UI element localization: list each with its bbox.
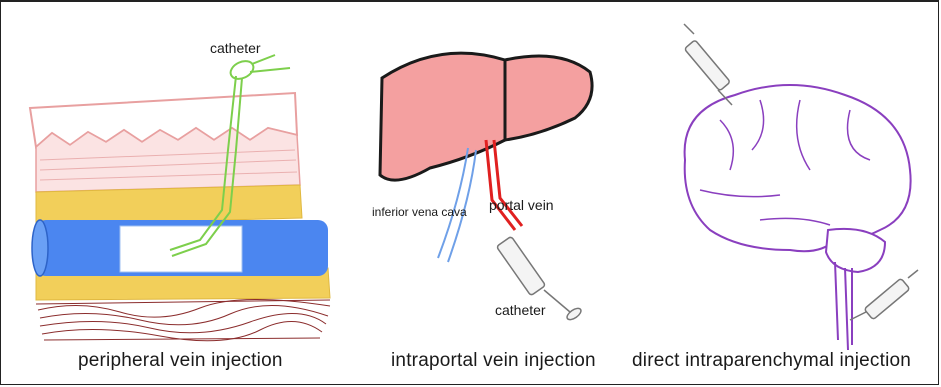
panel-intraportal (380, 53, 592, 322)
vein-tube (32, 220, 328, 276)
panel-intraparenchymal (684, 24, 918, 350)
portal-vein (486, 140, 522, 230)
label-catheter-peripheral: catheter (210, 40, 261, 56)
label-inferior-vena-cava: inferior vena cava (372, 205, 467, 219)
caption-intraportal-vein: intraportal vein injection (391, 350, 596, 372)
label-catheter-intraportal: catheter (495, 302, 546, 318)
syringe-top (684, 24, 732, 105)
caption-intraparenchymal: direct intraparenchymal injection (632, 350, 911, 372)
label-portal-vein: portal vein (489, 197, 554, 213)
syringe-bottom (850, 270, 918, 320)
skin-layer (30, 93, 300, 192)
muscle-layer (36, 299, 330, 340)
panel-peripheral-vein (30, 55, 330, 341)
liver (380, 53, 592, 180)
caption-peripheral-vein: peripheral vein injection (78, 350, 283, 372)
